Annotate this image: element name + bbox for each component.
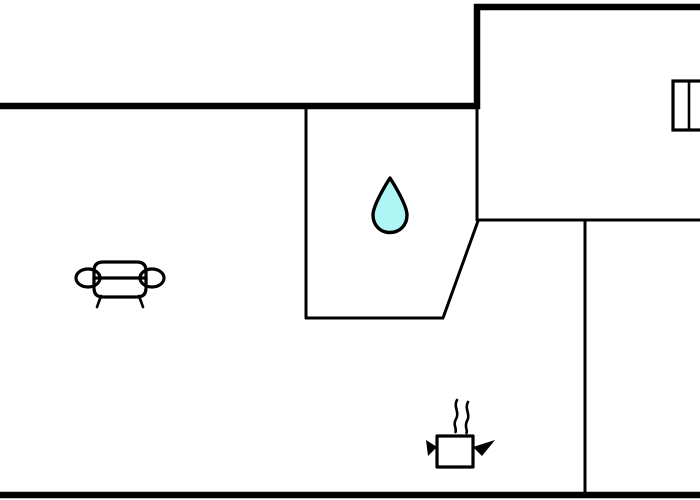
pot-left-handle bbox=[426, 440, 437, 456]
sofa-backrest bbox=[92, 260, 148, 282]
sofa-left-leg bbox=[95, 294, 103, 309]
pot-right-handle bbox=[473, 440, 495, 456]
room-upper-right-room bbox=[477, 7, 700, 220]
sofa-left-armrest bbox=[74, 267, 102, 289]
pot-body bbox=[435, 434, 475, 469]
exterior-walls bbox=[0, 3, 700, 499]
room-floors bbox=[0, 7, 700, 495]
sofa-icon bbox=[74, 260, 166, 309]
pot-steam-right bbox=[464, 400, 470, 435]
cooking-pot-icon bbox=[426, 398, 495, 469]
pot-steam-left bbox=[453, 398, 459, 434]
sofa-seat bbox=[92, 276, 148, 299]
window-icon bbox=[671, 79, 700, 132]
room-lower-right-room bbox=[585, 220, 700, 495]
sofa-right-armrest bbox=[138, 267, 166, 289]
room-lower-middle-room bbox=[306, 220, 585, 495]
bathroom-diagonal-wall bbox=[441, 220, 480, 319]
sofa-right-leg bbox=[137, 294, 145, 309]
water-drop-shape bbox=[371, 176, 409, 235]
interior-walls bbox=[304, 107, 700, 495]
room-living-room bbox=[0, 107, 306, 495]
water-drop-icon bbox=[371, 176, 409, 235]
